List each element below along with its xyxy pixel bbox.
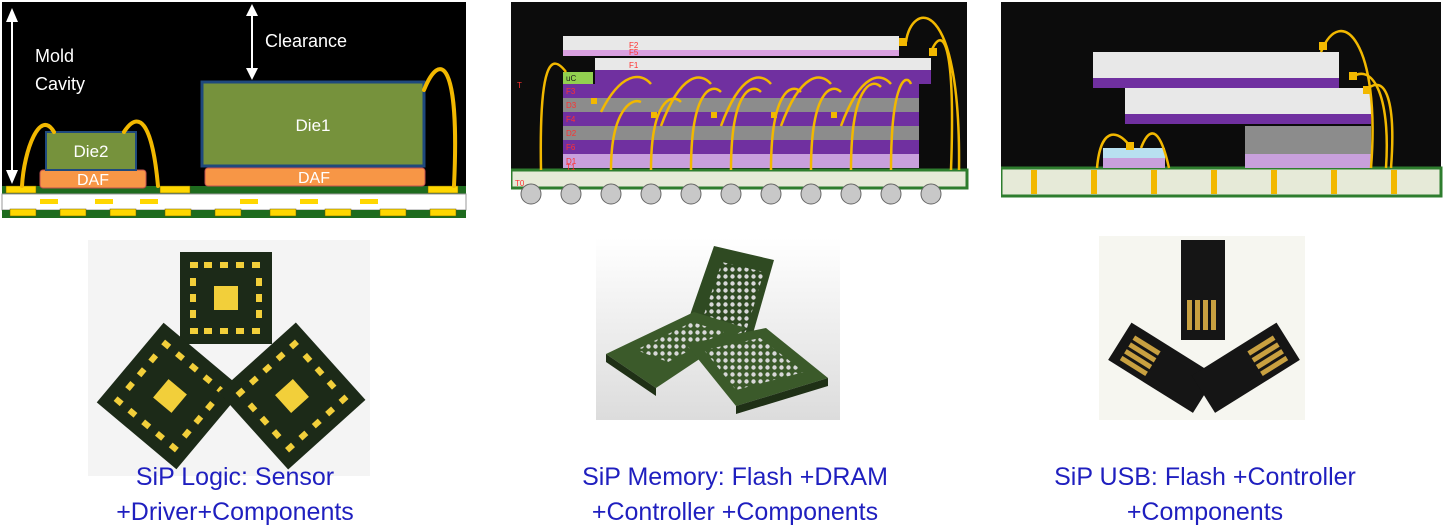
usb-caption-line2: +Components xyxy=(1126,498,1284,526)
bga-package-front-right xyxy=(686,328,828,414)
svg-text:F5: F5 xyxy=(629,48,639,57)
svg-text:F1: F1 xyxy=(629,61,639,70)
bond-wires xyxy=(1095,30,1394,169)
bond-wires xyxy=(539,16,961,171)
logic-cross-section: DAF Die2 DAF Die1 Mold Cavity Clearance xyxy=(1,2,467,218)
svg-text:F4: F4 xyxy=(566,115,576,124)
usb-caption: SiP USB: Flash +Controller +Components xyxy=(1010,460,1400,530)
solder-balls xyxy=(520,183,942,205)
substrate-top-layer xyxy=(2,186,466,194)
usb-caption-line1: SiP USB: Flash +Controller xyxy=(1054,463,1356,491)
substrate-vias xyxy=(1031,170,1397,194)
memory-caption: SiP Memory: Flash +DRAM +Controller +Com… xyxy=(545,460,925,530)
daf-large-label: DAF xyxy=(298,170,330,187)
usb-cross-section xyxy=(1001,2,1443,198)
memory-caption-line1: SiP Memory: Flash +DRAM xyxy=(582,463,888,491)
chip-top xyxy=(180,252,272,344)
svg-text:D1: D1 xyxy=(566,157,577,166)
wire-pads xyxy=(1126,42,1371,150)
memory-cross-section: F2 F5 F1 uC F3 D3 F4 D2 F6 D1 T1 T0 T xyxy=(511,2,969,205)
substrate xyxy=(1001,166,1443,198)
usb-stick-top xyxy=(1181,240,1225,340)
svg-text:D3: D3 xyxy=(566,101,577,110)
usb-chips-photo xyxy=(1099,236,1305,420)
chip-left xyxy=(96,322,244,470)
svg-text:F2: F2 xyxy=(629,41,639,50)
mold-cavity-label-1: Mold xyxy=(35,46,74,66)
logic-caption: SiP Logic: Sensor +Driver+Components xyxy=(60,460,410,530)
svg-text:T: T xyxy=(517,81,522,90)
substrate xyxy=(511,168,969,190)
svg-text:uC: uC xyxy=(566,74,576,83)
wire-pads xyxy=(591,38,937,118)
svg-text:T0: T0 xyxy=(515,179,525,188)
chip-right xyxy=(218,322,366,470)
usb-stick-left xyxy=(1108,322,1217,413)
bond-wires xyxy=(20,67,458,188)
logic-caption-line1: SiP Logic: Sensor xyxy=(135,463,335,491)
die1 xyxy=(200,80,426,168)
die2-label: Die2 xyxy=(74,142,109,161)
usb-stick-right xyxy=(1191,322,1300,413)
substrate-core-traces xyxy=(40,199,378,204)
substrate-core xyxy=(1,193,467,211)
memory-caption-line2: +Controller +Components xyxy=(591,498,879,526)
die-stack xyxy=(563,36,931,168)
daf-large xyxy=(204,167,426,187)
bga-package-front-left xyxy=(606,312,746,396)
svg-text:F3: F3 xyxy=(566,87,576,96)
mold-cavity-label-2: Cavity xyxy=(35,74,85,94)
die2 xyxy=(45,131,137,171)
svg-text:T1: T1 xyxy=(566,163,576,172)
substrate-pads xyxy=(5,185,459,217)
svg-text:F6: F6 xyxy=(566,143,576,152)
logic-chips-photo xyxy=(88,240,370,476)
svg-text:D2: D2 xyxy=(566,129,577,138)
clearance-arrow xyxy=(246,4,258,80)
daf-small-label: DAF xyxy=(77,172,109,189)
die-stack xyxy=(1093,52,1371,168)
clearance-label: Clearance xyxy=(265,31,347,51)
memory-chips-photo xyxy=(596,238,840,420)
die1-label: Die1 xyxy=(296,116,331,135)
logic-caption-line2: +Driver+Components xyxy=(116,498,354,526)
mold-cavity-arrow xyxy=(6,8,18,184)
layer-labels: F2 F5 F1 uC F3 D3 F4 D2 F6 D1 T1 T0 T xyxy=(515,41,639,188)
